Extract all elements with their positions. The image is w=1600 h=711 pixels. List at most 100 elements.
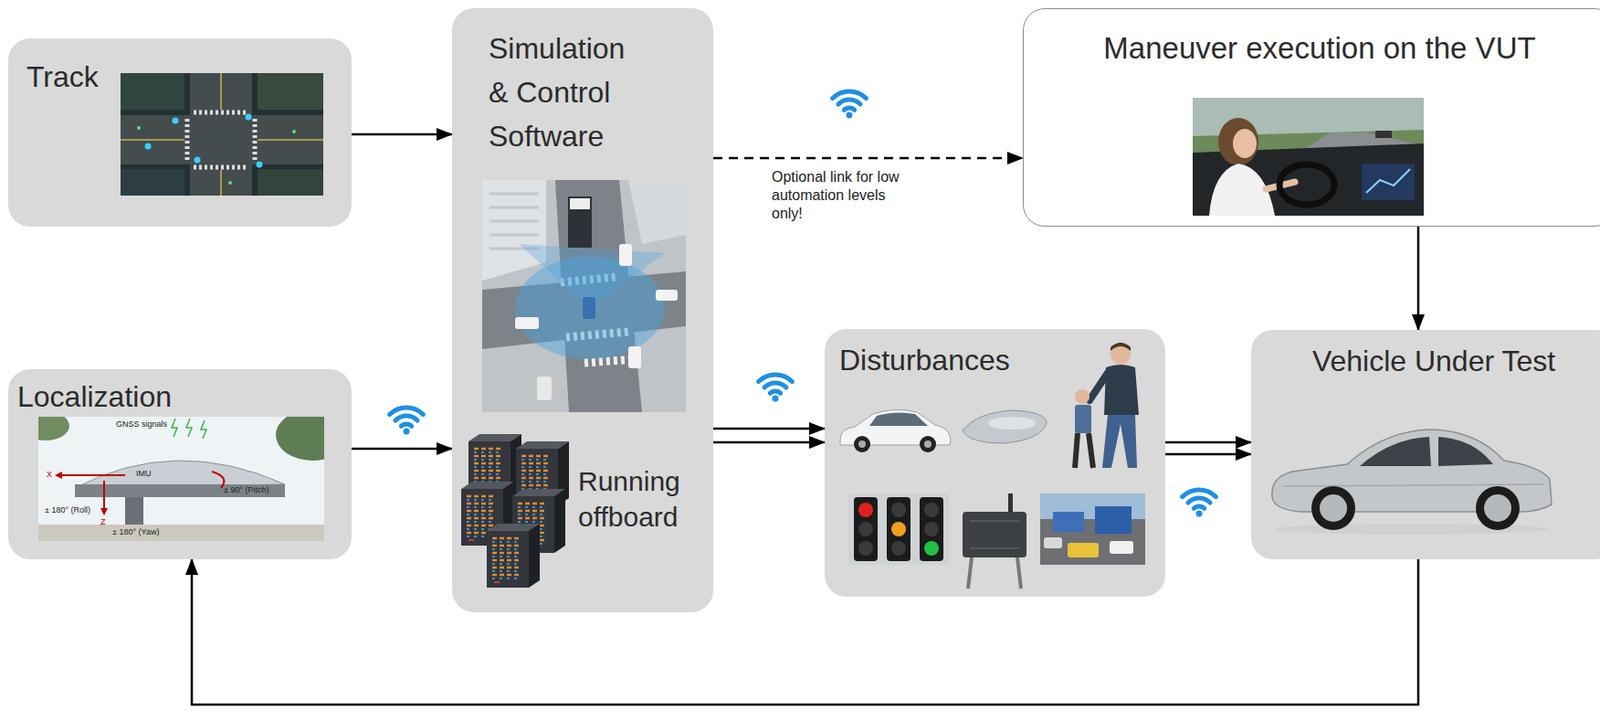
pedestrian-dummies-part (1110, 342, 1131, 351)
traffic-lights-part (853, 496, 878, 561)
city-simulation-part (619, 243, 632, 266)
sedan-car-part (1319, 494, 1348, 522)
sedan-car (1264, 412, 1556, 536)
city-simulation-part (536, 376, 552, 400)
traffic-scene-part (1043, 536, 1063, 548)
dashed-arrow (713, 157, 1023, 160)
box-text: Running offboard (578, 463, 703, 535)
sedan-car-part (1283, 484, 1544, 486)
gnss-antenna-photo-part (171, 418, 207, 439)
traffic-lights-part (886, 496, 911, 561)
track-map-part (145, 143, 152, 150)
gnss-antenna-photo-part (74, 484, 285, 497)
track-map-part (194, 157, 201, 164)
target-car-part (853, 435, 871, 453)
box-title: Track (26, 58, 99, 97)
box-title: Disturbances (839, 341, 1011, 380)
track-map-part (187, 118, 255, 161)
track-map-part (120, 73, 324, 196)
software-box: Simulation & Control SoftwareRunning off… (452, 8, 714, 612)
driver-photo-part (1192, 97, 1424, 216)
driver-photo-part (1232, 128, 1257, 158)
annotation-label: GNSS signals (115, 420, 168, 430)
city-simulation (482, 179, 686, 412)
annotation-label: ± 180° (Yaw) (112, 527, 159, 537)
gnss-antenna-photo-part (100, 507, 108, 516)
traffic-scene-part (1067, 542, 1099, 558)
target-car-part (869, 411, 928, 426)
traffic-lights-part (924, 502, 939, 517)
server-racks (461, 433, 571, 590)
wifi-symbol (758, 374, 793, 402)
sedan-car-part (1311, 485, 1356, 530)
annotation-label: Z (100, 517, 106, 527)
track-map-part (257, 73, 324, 110)
city-simulation-part (569, 198, 590, 210)
track-map-part (193, 112, 249, 168)
traffic-lights-part (891, 502, 906, 517)
input-box: Track (8, 38, 352, 227)
track-map-part (245, 114, 253, 121)
annotation-label: X (46, 470, 53, 480)
traffic-lights-part (858, 502, 874, 517)
wifi-symbol (389, 407, 424, 435)
box-title: Maneuver execution on the VUT (1023, 29, 1600, 69)
connector-label: Optional link for low automation levels … (771, 168, 900, 223)
roadside-unit-part (969, 520, 1020, 548)
arrow-connector (351, 133, 453, 137)
city-simulation-part (628, 346, 642, 369)
track-map (120, 73, 324, 196)
track-map-part (120, 168, 185, 196)
arrow-connector (1165, 452, 1252, 456)
city-simulation-part (582, 296, 596, 319)
localization-box: LocalizationGNSS signalsIMUX± 180° (Roll… (8, 368, 352, 559)
target-car-part (919, 435, 937, 453)
gnss-antenna-photo-part (38, 416, 70, 441)
city-simulation-part (655, 289, 678, 301)
traffic-lights-part (919, 496, 944, 561)
sedan-car-part (1484, 494, 1512, 522)
target-car (836, 402, 954, 454)
pedestrian-dummies (1056, 341, 1153, 474)
track-map-part (257, 168, 324, 196)
box-title: Localization (17, 378, 172, 417)
pedestrian-dummies-part (1089, 372, 1108, 400)
traffic-scene-part (1052, 511, 1085, 532)
arrow-connector (1417, 226, 1421, 330)
traffic-lights-part (848, 493, 949, 565)
traffic-scene (1040, 493, 1146, 565)
track-map-part (256, 161, 264, 169)
arrow-connector (713, 427, 825, 431)
arrow-connector (351, 447, 453, 451)
sedan-car-part (1475, 485, 1520, 530)
arrow-connector (1165, 441, 1252, 444)
sedan-car-part (1359, 436, 1494, 466)
traffic-scene-part (1094, 505, 1132, 534)
pedestrian-dummies-part (1074, 432, 1094, 468)
traffic-lights (848, 493, 949, 565)
roadside-unit-part (962, 511, 1027, 558)
track-map-part (120, 73, 324, 196)
city-simulation-part (515, 316, 539, 329)
traffic-scene-part (1040, 493, 1146, 565)
gnss-antenna-photo-part (125, 496, 144, 525)
gnss-antenna-photo-part (58, 473, 126, 476)
target-car-part (924, 440, 932, 448)
track-map-part (136, 126, 141, 130)
driver-photo-part (1218, 117, 1259, 166)
box-title: Simulation & Control Software (488, 26, 635, 158)
target-car-part (858, 440, 866, 448)
annotation-label: ± 180° (Roll) (44, 505, 91, 516)
city-simulation-part (482, 179, 547, 281)
gnss-antenna-photo-part (74, 460, 285, 488)
track-map-part (292, 129, 296, 134)
server-racks-part (486, 523, 540, 588)
track-map-part (172, 117, 179, 125)
gnss-antenna-photo-part (211, 471, 224, 488)
gnss-antenna-photo-part (38, 524, 325, 541)
maneuver-box: Maneuver execution on the VUT (1022, 8, 1600, 227)
gnss-antenna-photo-part (54, 471, 63, 479)
disturbance-box: Disturbances (824, 328, 1166, 597)
roadside-unit-part (968, 557, 1022, 589)
traffic-lights-part (891, 521, 906, 537)
